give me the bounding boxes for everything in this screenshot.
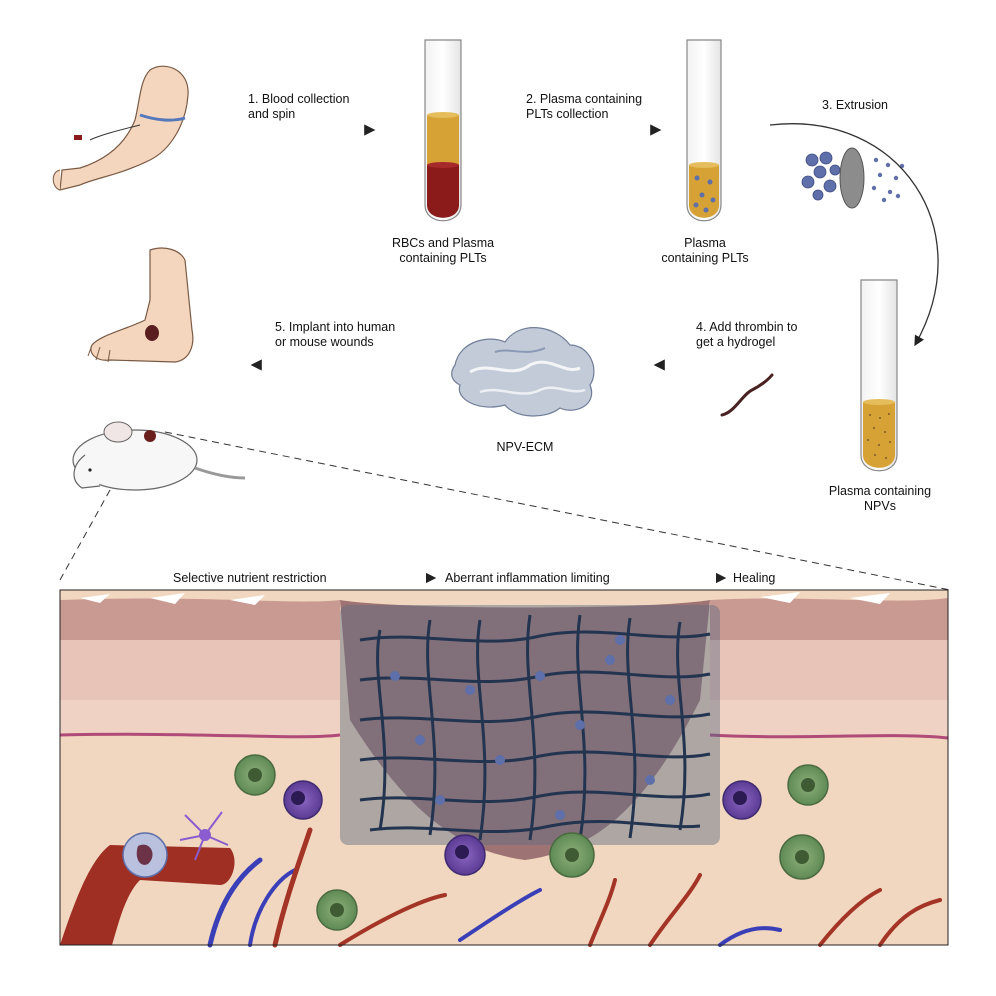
hydrogel-illustration: [451, 327, 595, 417]
arm-illustration: [52, 65, 189, 191]
hydrogel-label: NPV-ECM: [496, 440, 554, 454]
immune-cell: [122, 832, 168, 878]
tube1-line2: containing PLTs: [399, 251, 487, 265]
tube2-line2: containing PLTs: [661, 251, 749, 265]
step2-label: 2. Plasma containing PLTs collection: [526, 92, 642, 122]
tube2-label: Plasma containing PLTs: [655, 236, 755, 266]
thrombin-strand: [720, 373, 774, 417]
step5-line2: or mouse wounds: [275, 335, 374, 349]
purple-cell: [283, 780, 323, 820]
tube-plasma-plts: [686, 39, 722, 222]
step3-line1: 3. Extrusion: [822, 98, 889, 112]
green-cell: [316, 889, 358, 931]
tube-rbcs-plasma: [424, 39, 462, 222]
green-cell: [234, 754, 276, 796]
step5-line1: 5. Implant into human: [275, 320, 396, 334]
tube3-line2: NPVs: [864, 499, 896, 513]
tube-plasma-npvs: [860, 279, 898, 472]
flow-step-3: Healing: [733, 571, 776, 585]
zoom-line-left: [59, 489, 111, 581]
tube1-label: RBCs and Plasma containing PLTs: [383, 236, 503, 266]
step1-line1: 1. Blood collection: [248, 92, 350, 106]
tube1-line1: RBCs and Plasma: [391, 236, 495, 250]
step5-label: 5. Implant into human or mouse wounds: [275, 320, 395, 350]
zoom-line-right: [164, 431, 951, 591]
green-cell: [549, 832, 595, 878]
step1-label: 1. Blood collection and spin: [248, 92, 349, 122]
tube2-line1: Plasma: [684, 236, 726, 250]
step1-line2: and spin: [248, 107, 296, 121]
step3-label: 3. Extrusion: [822, 98, 888, 113]
flow-step-1: Selective nutrient restriction: [173, 571, 327, 585]
purple-cell: [722, 780, 762, 820]
step4-line1: 4. Add thrombin to: [696, 320, 798, 334]
mouse-illustration: [72, 421, 246, 491]
green-cell: [787, 764, 829, 806]
tube3-line1: Plasma containing: [828, 484, 932, 498]
foot-illustration: [87, 247, 194, 363]
purple-cell: [444, 834, 486, 876]
arrow-step3: [769, 123, 939, 347]
step2-line2: PLTs collection: [526, 107, 609, 121]
green-cell: [779, 834, 825, 880]
flow-step-2: Aberrant inflammation limiting: [445, 571, 610, 585]
step4-line2: get a hydrogel: [696, 335, 776, 349]
tube3-label: Plasma containing NPVs: [818, 484, 942, 514]
extrusion-illustration: [801, 147, 905, 209]
dendritic-cell: [179, 811, 229, 861]
wound-cross-section: [59, 589, 949, 948]
step4-label: 4. Add thrombin to get a hydrogel: [696, 320, 797, 350]
step2-line1: 2. Plasma containing: [526, 92, 643, 106]
